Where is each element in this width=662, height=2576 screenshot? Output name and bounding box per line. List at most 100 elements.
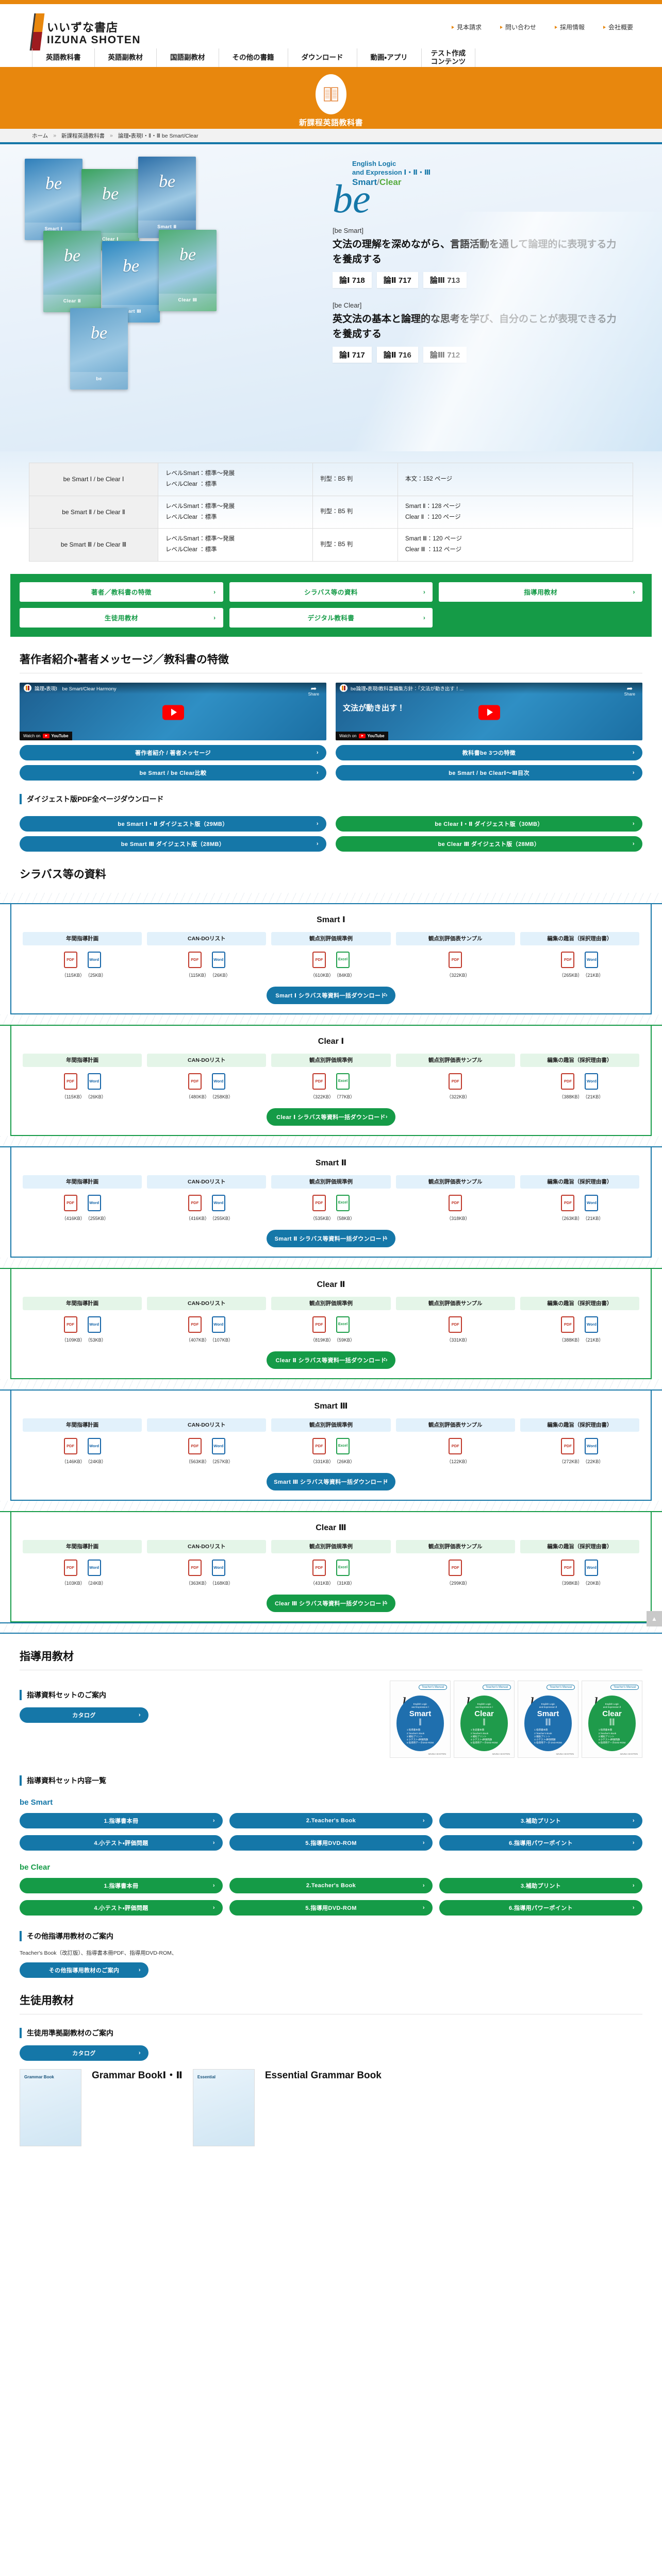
scroll-to-top-button[interactable]: ▲ <box>647 1611 662 1626</box>
file-download[interactable]: PDF（535KB） <box>310 1194 334 1222</box>
pdf-file-icon[interactable]: PDF <box>449 1316 462 1333</box>
file-download[interactable]: Excel（59KB） <box>334 1316 355 1343</box>
file-download[interactable]: Word（25KB） <box>86 951 106 978</box>
student-catalog-button[interactable]: カタログ› <box>20 2045 148 2061</box>
author-intro-button[interactable]: 著作者紹介 / 著者メッセージ› <box>20 744 326 760</box>
file-download[interactable]: PDF（318KB） <box>446 1194 470 1222</box>
file-download[interactable]: PDF（322KB） <box>446 951 470 978</box>
file-download[interactable]: PDF（122KB） <box>446 1437 470 1465</box>
word-file-icon[interactable]: Word <box>87 1316 101 1333</box>
pdf-file-icon[interactable]: PDF <box>188 1194 202 1211</box>
smart-clear-compare-button[interactable]: be Smart / be Clear比較› <box>20 765 326 781</box>
section-nav-button-5[interactable]: デジタル教科書› <box>229 607 433 628</box>
pdf-file-icon[interactable]: PDF <box>312 1073 326 1090</box>
word-file-icon[interactable]: Word <box>585 1437 599 1454</box>
file-download[interactable]: Word（21KB） <box>583 1316 603 1343</box>
util-link-recruit[interactable]: 採用情報 <box>554 23 585 31</box>
pdf-file-icon[interactable]: PDF <box>561 1194 575 1211</box>
file-download[interactable]: Word（24KB） <box>86 1559 106 1586</box>
file-download[interactable]: Word（26KB） <box>210 951 230 978</box>
pdf-file-icon[interactable]: PDF <box>561 951 575 968</box>
nav-item-video-app[interactable]: 動画・アプリ <box>356 48 421 67</box>
bulk-download-button[interactable]: Smart Ⅰ シラバス等資料一括ダウンロード› <box>267 986 395 1004</box>
file-download[interactable]: PDF（363KB） <box>186 1559 209 1586</box>
excel-file-icon[interactable]: Excel <box>336 951 350 968</box>
section-nav-button-1[interactable]: 著者／教科書の特徴› <box>20 582 223 602</box>
bulk-download-button[interactable]: Smart Ⅲ シラバス等資料一括ダウンロード› <box>267 1472 395 1490</box>
pdf-file-icon[interactable]: PDF <box>312 1194 326 1211</box>
file-download[interactable]: Word（257KB） <box>210 1437 233 1465</box>
file-download[interactable]: PDF（431KB） <box>310 1559 334 1586</box>
file-download[interactable]: Word（20KB） <box>583 1559 603 1586</box>
digest-smart-1-2-button[interactable]: be Smart Ⅰ・Ⅱ ダイジェスト版（29MB）› <box>20 816 326 832</box>
pdf-file-icon[interactable]: PDF <box>449 1559 462 1576</box>
word-file-icon[interactable]: Word <box>87 1073 101 1090</box>
file-download[interactable]: Excel（77KB） <box>334 1073 355 1100</box>
word-file-icon[interactable]: Word <box>585 1559 599 1576</box>
word-file-icon[interactable]: Word <box>585 1316 599 1333</box>
excel-file-icon[interactable]: Excel <box>336 1437 350 1454</box>
word-file-icon[interactable]: Word <box>585 951 599 968</box>
file-download[interactable]: PDF（398KB） <box>559 1559 582 1586</box>
file-download[interactable]: Word（258KB） <box>210 1073 233 1100</box>
pdf-file-icon[interactable]: PDF <box>188 1316 202 1333</box>
word-file-icon[interactable]: Word <box>211 1194 225 1211</box>
file-download[interactable]: Word（107KB） <box>210 1316 233 1343</box>
file-download[interactable]: PDF（263KB） <box>559 1194 582 1222</box>
section-nav-button-2[interactable]: シラバス等の資料› <box>229 582 433 602</box>
file-download[interactable]: PDF（388KB） <box>559 1073 582 1100</box>
three-features-button[interactable]: 教科書be 3つの特徴› <box>336 744 642 760</box>
file-download[interactable]: Word（255KB） <box>210 1194 233 1222</box>
nav-item-test-content[interactable]: テスト作成 コンテンツ <box>421 48 476 67</box>
file-download[interactable]: Word（26KB） <box>86 1073 106 1100</box>
section-nav-button-3[interactable]: 指導用教材› <box>439 582 642 602</box>
file-download[interactable]: PDF（146KB） <box>62 1437 85 1465</box>
pdf-file-icon[interactable]: PDF <box>561 1073 575 1090</box>
word-file-icon[interactable]: Word <box>87 951 101 968</box>
file-download[interactable]: PDF（416KB） <box>62 1194 85 1222</box>
excel-file-icon[interactable]: Excel <box>336 1316 350 1333</box>
file-download[interactable]: PDF（103KB） <box>62 1559 85 1586</box>
file-download[interactable]: PDF（109KB） <box>62 1316 85 1343</box>
file-download[interactable]: Word（24KB） <box>86 1437 106 1465</box>
bulk-download-button[interactable]: Smart Ⅱ シラバス等資料一括ダウンロード› <box>267 1229 395 1247</box>
file-download[interactable]: PDF（322KB） <box>310 1073 334 1100</box>
video-card[interactable]: be論理・表現Ⅰ教科書編集方針：「文法が動き出す！... 文法が動き出す！ ➦S… <box>336 682 642 781</box>
file-download[interactable]: Word（255KB） <box>86 1194 109 1222</box>
nav-item-japanese-supplement[interactable]: 国語副教材 <box>156 48 219 67</box>
pdf-file-icon[interactable]: PDF <box>63 1437 77 1454</box>
pdf-file-icon[interactable]: PDF <box>561 1559 575 1576</box>
file-download[interactable]: PDF（331KB） <box>310 1437 334 1465</box>
word-file-icon[interactable]: Word <box>87 1437 101 1454</box>
play-button-icon[interactable] <box>162 705 184 720</box>
smart-item-button-2[interactable]: 2.Teacher's Book› <box>229 1812 433 1828</box>
util-link-company[interactable]: 会社概要 <box>603 23 633 31</box>
pdf-file-icon[interactable]: PDF <box>312 1559 326 1576</box>
word-file-icon[interactable]: Word <box>87 1194 101 1211</box>
pdf-file-icon[interactable]: PDF <box>449 1194 462 1211</box>
clear-item-button-2[interactable]: 2.Teacher's Book› <box>229 1877 433 1893</box>
digest-clear-3-button[interactable]: be Clear Ⅲ ダイジェスト版（28MB）› <box>336 836 642 852</box>
file-download[interactable]: Word（21KB） <box>583 1073 603 1100</box>
pdf-file-icon[interactable]: PDF <box>63 1073 77 1090</box>
toc-button[interactable]: be Smart / be ClearⅠ〜Ⅲ目次› <box>336 765 642 781</box>
other-materials-button[interactable]: その他指導用教材のご案内› <box>20 1962 148 1978</box>
pdf-file-icon[interactable]: PDF <box>561 1316 575 1333</box>
pdf-file-icon[interactable]: PDF <box>312 1437 326 1454</box>
bulk-download-button[interactable]: Clear Ⅰ シラバス等資料一括ダウンロード› <box>267 1108 395 1126</box>
bulk-download-button[interactable]: Clear Ⅲ シラバス等資料一括ダウンロード› <box>267 1594 395 1612</box>
word-file-icon[interactable]: Word <box>585 1194 599 1211</box>
file-download[interactable]: PDF（265KB） <box>559 951 582 978</box>
nav-item-download[interactable]: ダウンロード <box>287 48 357 67</box>
file-download[interactable]: PDF（115KB） <box>62 1073 85 1100</box>
file-download[interactable]: Excel（26KB） <box>334 1437 355 1465</box>
video-thumbnail[interactable]: be論理・表現Ⅰ教科書編集方針：「文法が動き出す！... 文法が動き出す！ ➦S… <box>336 682 642 740</box>
file-download[interactable]: Word（22KB） <box>583 1437 603 1465</box>
clear-item-button-3[interactable]: 3.補助プリント› <box>439 1877 642 1893</box>
breadcrumb-home[interactable]: ホーム <box>32 132 48 139</box>
nav-item-other-books[interactable]: その他の書籍 <box>218 48 288 67</box>
digest-smart-3-button[interactable]: be Smart Ⅲ ダイジェスト版（28MB）› <box>20 836 326 852</box>
play-button-icon[interactable] <box>478 705 500 720</box>
file-download[interactable]: PDF（407KB） <box>186 1316 209 1343</box>
